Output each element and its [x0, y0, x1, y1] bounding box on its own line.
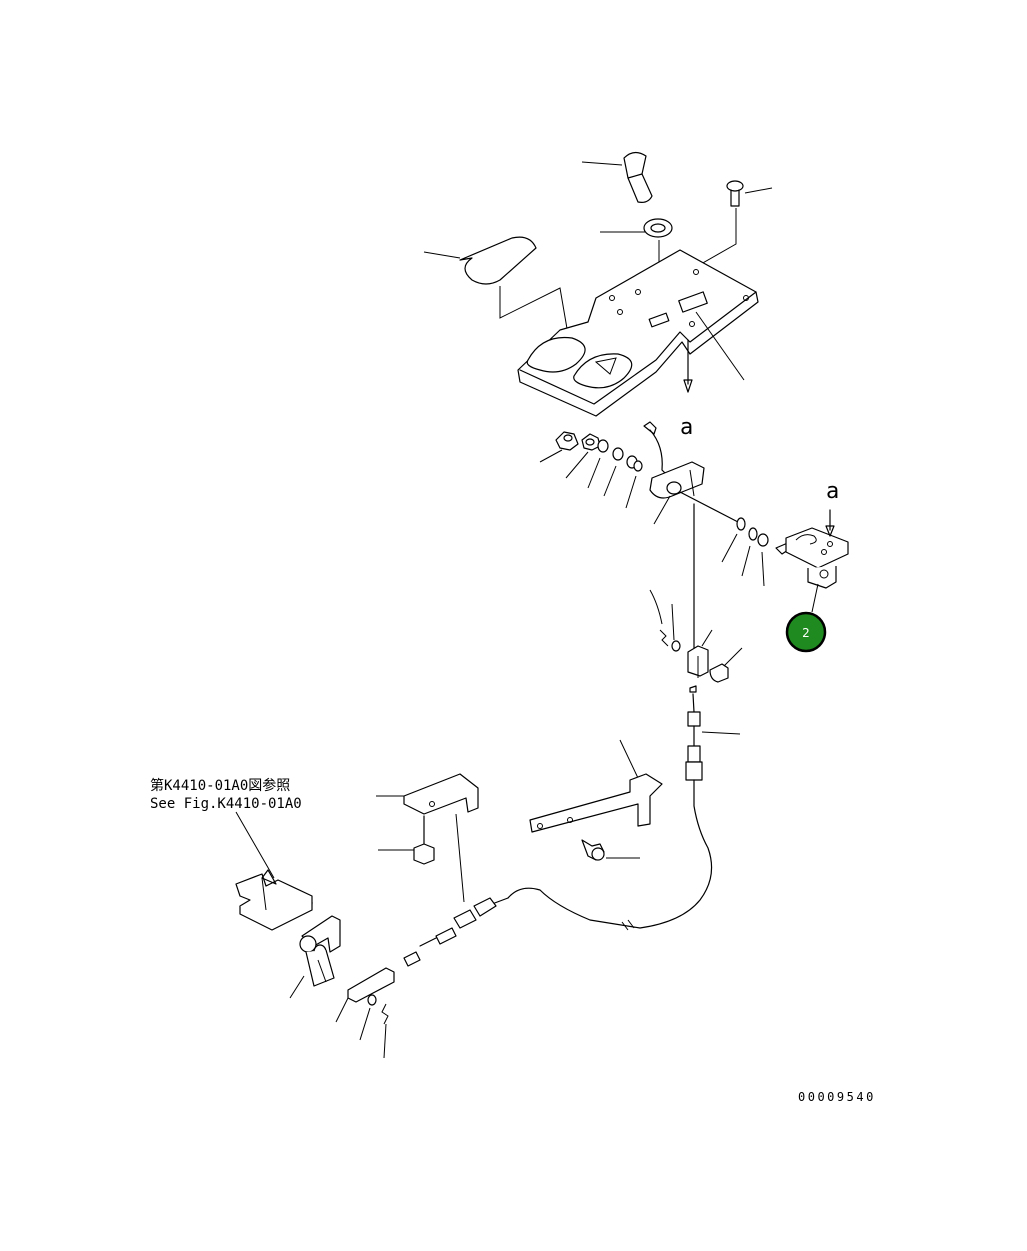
- center-bracket: [376, 773, 479, 903]
- view-label-side: a: [826, 479, 839, 504]
- rod-clevis: [649, 589, 743, 683]
- control-panel-plate: [517, 249, 759, 417]
- view-label-top: a: [680, 415, 693, 440]
- nut-washer-set: [539, 431, 643, 509]
- lever-linkage-left: [235, 811, 395, 1059]
- lever-shaft: [643, 421, 739, 649]
- drawing-number: 00009540: [798, 1090, 876, 1104]
- control-cable: [507, 685, 741, 931]
- side-bracket-assembly: [721, 509, 849, 613]
- floor-pad: [423, 236, 571, 347]
- cable-mount-bracket: [529, 739, 663, 861]
- reference-note-ja: 第K4410-01A0図参照: [150, 777, 290, 794]
- boot-grommet: [600, 218, 673, 310]
- callout-number: 2: [802, 626, 810, 640]
- reference-note-en: See Fig.K4410-01A0: [150, 796, 302, 812]
- lever-knob: [581, 151, 653, 203]
- callout-marker-2[interactable]: 2: [785, 611, 827, 653]
- cable-end-left: [403, 897, 509, 967]
